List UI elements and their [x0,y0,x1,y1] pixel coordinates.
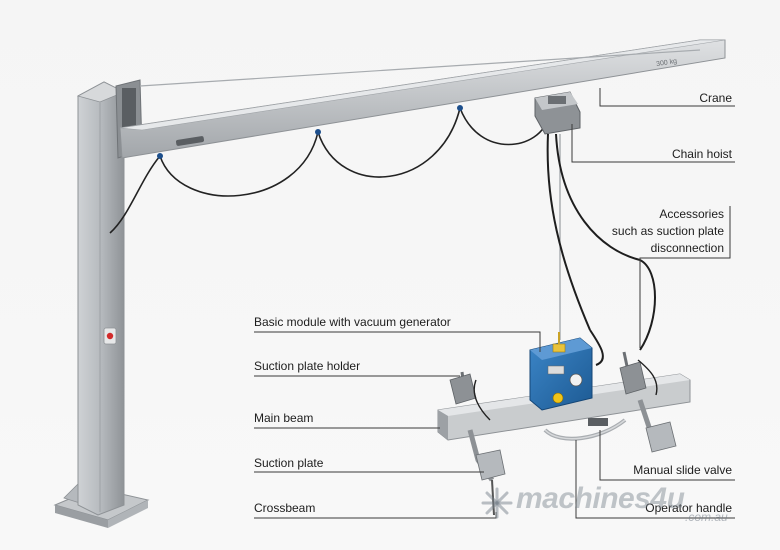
watermark: machines4u .com.au [480,480,750,525]
festoon-hose [109,105,549,234]
label-accessories-line2: such as suction plate [611,224,724,238]
label-basic-module: Basic module with vacuum generator [254,315,451,329]
label-chain-hoist: Chain hoist [671,147,732,161]
vacuum-hoses [546,133,656,366]
emergency-button [106,332,114,340]
label-accessories-line1: Accessories [659,207,724,221]
leader-crane [599,88,735,107]
beam-capacity-marking: 300 kg [656,58,678,68]
suction-assembly-right [619,351,677,453]
label-crossbeam: Crossbeam [254,501,316,515]
leader-accessories [639,206,731,348]
leader-basic-module [254,331,541,352]
label-crane: Crane [699,91,732,105]
star-logo-icon [481,487,513,519]
label-suction-plate-holder: Suction plate holder [254,359,361,373]
watermark-brand: machines4u [516,482,685,515]
watermark-domain: .com.au [685,510,728,524]
leader-operator-handle [575,440,735,519]
label-accessories-line3: disconnection [650,241,724,255]
leader-chain-hoist [571,124,735,163]
label-main-beam: Main beam [254,411,314,425]
jib-beam: 300 kg [119,39,726,159]
leader-manual-slide-valve [599,430,735,481]
label-operator-handle: Operator handle [645,501,732,515]
label-suction-plate: Suction plate [254,456,324,470]
leader-lines [254,88,735,519]
basic-module [529,332,593,411]
operator-handle [543,418,627,441]
pillar [76,81,125,516]
label-manual-slide-valve: Manual slide valve [633,463,732,477]
